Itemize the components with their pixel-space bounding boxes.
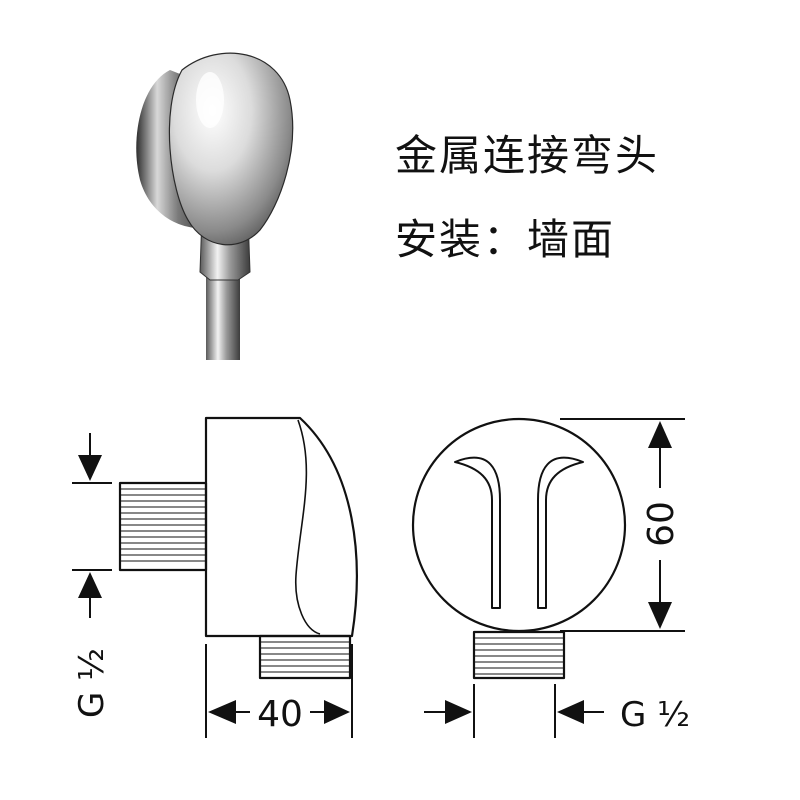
install-location: 安装：墙面 xyxy=(395,215,616,264)
side-view xyxy=(118,416,358,680)
front-right-lobe xyxy=(537,456,584,609)
dim-thread-bottom: G ½ xyxy=(620,695,690,735)
arrowheads xyxy=(78,421,672,724)
front-outlet-thread xyxy=(472,630,566,680)
front-view xyxy=(411,417,627,680)
product-title: 金属连接弯头 xyxy=(395,131,660,180)
dim-thread-left: G ½ xyxy=(72,648,112,718)
dim-height: 60 xyxy=(641,501,682,547)
side-body xyxy=(204,416,358,638)
dim-width: 40 xyxy=(257,694,303,735)
front-left-lobe xyxy=(454,456,501,609)
dimension-lines xyxy=(72,418,685,738)
side-outlet-thread xyxy=(258,634,352,680)
highlight xyxy=(196,72,224,128)
front-disc xyxy=(411,417,627,633)
product-photo xyxy=(136,52,294,360)
side-inlet-thread xyxy=(118,481,208,572)
side-inner-curve xyxy=(295,419,321,635)
